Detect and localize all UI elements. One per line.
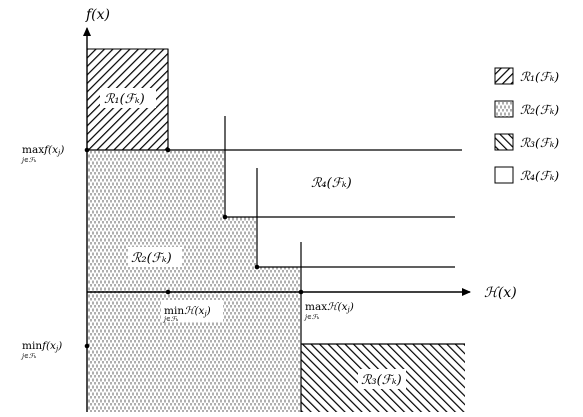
tick-max-h-close: ) [349,301,354,313]
marker-dots [84,147,304,349]
tick-max-f-under: j∈ℱₖ [20,156,37,164]
region-r2-fill [87,150,301,412]
legend: ℛ₁(ℱₖ) ℛ₂(ℱₖ) ℛ₃(ℱₖ) ℛ₄(ℱₖ) [494,67,559,184]
tick-min-h-close: ) [206,305,211,317]
tick-min-f-prefix: min [22,340,42,352]
x-axis-label: ℋ(x) [484,285,517,301]
region-r3-label: ℛ₃(ℱₖ) [361,373,402,388]
svg-text:maxℋ(xj): maxℋ(xj) [305,301,354,314]
tick-min-f-under: j∈ℱₖ [20,352,37,360]
legend-item-r3: ℛ₃(ℱₖ) [494,133,559,151]
tick-max-f-sub: j [56,149,61,157]
region-r1-label: ℛ₁(ℱₖ) [104,92,145,107]
legend-swatch-r1 [494,67,514,85]
tick-min-h-prefix: min [164,305,184,317]
region-r4-label: ℛ₄(ℱₖ) [311,176,352,191]
tick-min-f-body: f(x [41,340,56,352]
legend-label-r2: ℛ₂(ℱₖ) [520,102,559,117]
legend-item-r4: ℛ₄(ℱₖ) [494,166,559,184]
tick-max-h-prefix: max [305,301,327,313]
tick-min-h: minℋ(xj) j∈ℱₖ [161,300,223,323]
tick-max-f: maxf(xj) j∈ℱₖ [20,144,64,164]
region-boundaries [87,49,465,412]
tick-max-f-body: f(x [43,144,58,156]
legend-swatch-r2 [494,100,514,118]
legend-label-r1: ℛ₁(ℱₖ) [520,69,559,84]
region-r2-label: ℛ₂(ℱₖ) [131,251,172,266]
svg-text:maxf(xj): maxf(xj) [22,144,64,157]
tick-max-f-prefix: max [22,144,44,156]
tick-min-h-sub: j [202,310,207,318]
tick-max-h-body: ℋ(x [327,301,347,313]
tick-min-f: minf(xj) j∈ℱₖ [20,340,62,360]
tick-min-h-body: ℋ(x [184,305,204,317]
tick-max-f-close: ) [59,144,64,156]
legend-swatch-r3 [494,133,514,151]
tick-max-h-sub: j [346,306,351,314]
legend-item-r1: ℛ₁(ℱₖ) [494,67,559,85]
legend-label-r3: ℛ₃(ℱₖ) [520,135,559,150]
tick-max-h: maxℋ(xj) j∈ℱₖ [303,301,354,321]
svg-text:minℋ(xj): minℋ(xj) [164,305,211,318]
legend-swatch-r4 [494,166,514,184]
tick-max-h-under: j∈ℱₖ [303,313,320,321]
y-axis-label: f(x) [85,7,110,23]
legend-label-r4: ℛ₄(ℱₖ) [520,168,559,183]
tick-min-h-under: j∈ℱₖ [162,315,179,323]
svg-text:minf(xj): minf(xj) [22,340,62,353]
tick-min-f-sub: j [54,345,59,353]
tick-min-f-close: ) [57,340,62,352]
legend-item-r2: ℛ₂(ℱₖ) [494,100,559,118]
